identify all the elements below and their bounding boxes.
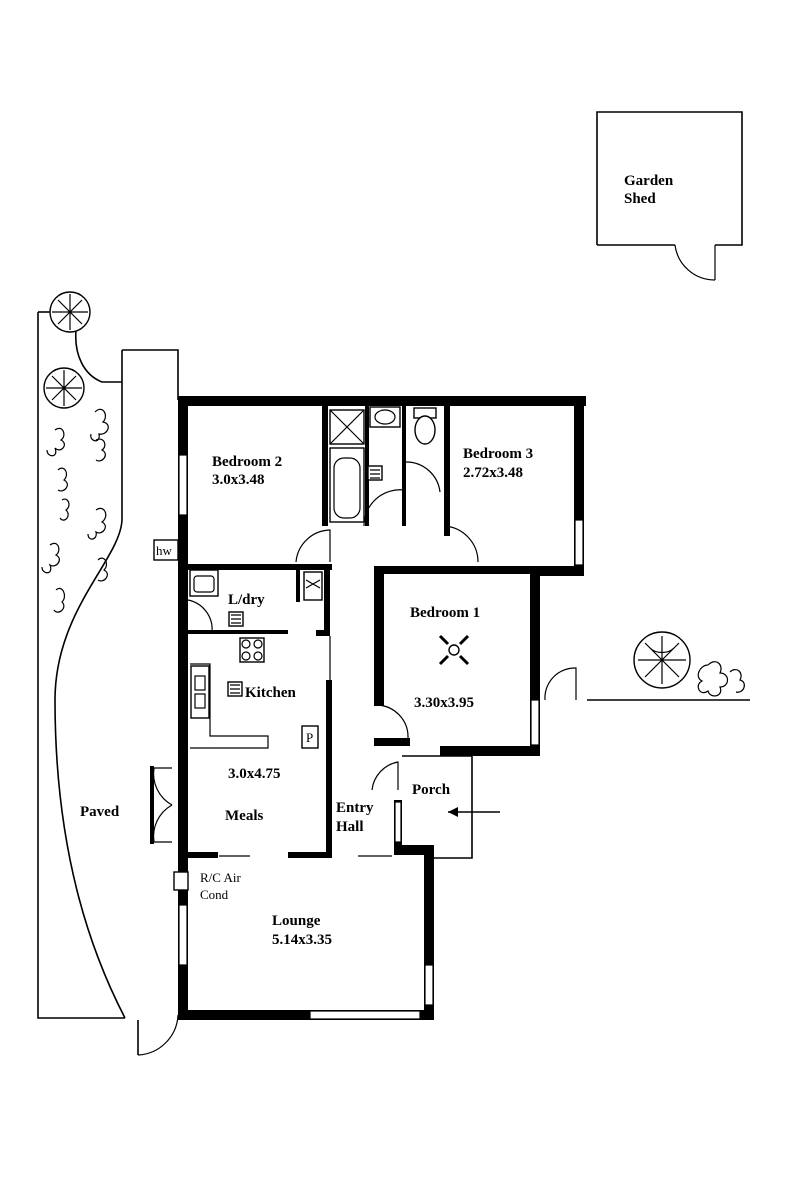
landscaping bbox=[41, 291, 750, 701]
bedroom3-label: Bedroom 3 bbox=[463, 446, 533, 462]
room-labels: Bedroom 2 3.0x3.48 Bedroom 3 2.72x3.48 B… bbox=[212, 446, 533, 948]
garden-shed-label-1: Garden bbox=[624, 173, 674, 189]
lounge-label: Lounge bbox=[272, 913, 321, 929]
tree-icon bbox=[633, 631, 691, 689]
windows bbox=[178, 454, 584, 1020]
bedroom1-size: 3.30x3.95 bbox=[414, 695, 474, 711]
paved-label: Paved bbox=[80, 804, 120, 820]
shower-icon bbox=[329, 409, 365, 445]
floor-waste-icon bbox=[367, 465, 383, 481]
bedroom2-label: Bedroom 2 bbox=[212, 454, 282, 470]
garden-shed-label-2: Shed bbox=[624, 191, 656, 207]
doors bbox=[150, 461, 479, 857]
bathtub-icon bbox=[329, 447, 365, 523]
laundry-fixtures bbox=[189, 569, 323, 627]
sink-icon bbox=[190, 665, 210, 719]
bedroom1-label: Bedroom 1 bbox=[410, 605, 480, 621]
hot-water-label: hw bbox=[156, 543, 173, 558]
meals-label: Meals bbox=[225, 808, 263, 824]
tree-icon bbox=[43, 367, 85, 409]
porch-label: Porch bbox=[412, 782, 451, 798]
air-conditioner-unit: R/C Air Cond bbox=[173, 870, 241, 902]
air-cond-label-1: R/C Air bbox=[200, 870, 241, 885]
kitchen-label: Kitchen bbox=[245, 685, 296, 701]
pantry-label: P bbox=[306, 730, 313, 745]
linen-cupboard-icon bbox=[303, 571, 323, 601]
kitchen-fixtures: P bbox=[190, 637, 319, 749]
shrub-icon bbox=[41, 408, 109, 613]
laundry-label: L/dry bbox=[228, 592, 265, 608]
house-walls bbox=[178, 396, 586, 1020]
basin-icon bbox=[369, 406, 401, 428]
entry-hall-label-2: Hall bbox=[336, 819, 364, 835]
shrub-icon bbox=[697, 661, 745, 697]
garden-shed: Garden Shed bbox=[596, 111, 743, 281]
pantry-box bbox=[301, 725, 319, 749]
tree-icon bbox=[49, 291, 91, 333]
toilet-icon bbox=[413, 407, 437, 445]
ceiling-fan-icon bbox=[438, 634, 470, 666]
hot-water-unit: hw bbox=[153, 539, 179, 561]
entry-arrow-icon bbox=[448, 807, 458, 817]
porch bbox=[402, 755, 500, 859]
bedroom3-size: 2.72x3.48 bbox=[463, 465, 523, 481]
bedroom2-size: 3.0x3.48 bbox=[212, 472, 265, 488]
kitchen-size: 3.0x4.75 bbox=[228, 766, 281, 782]
lounge-size: 5.14x3.35 bbox=[272, 932, 332, 948]
air-cond-label-2: Cond bbox=[200, 887, 229, 902]
paved-area: Paved bbox=[37, 311, 179, 1056]
bathroom-fixtures bbox=[329, 406, 437, 523]
cooktop-icon bbox=[239, 637, 265, 663]
entry-hall-label-1: Entry bbox=[336, 800, 374, 816]
